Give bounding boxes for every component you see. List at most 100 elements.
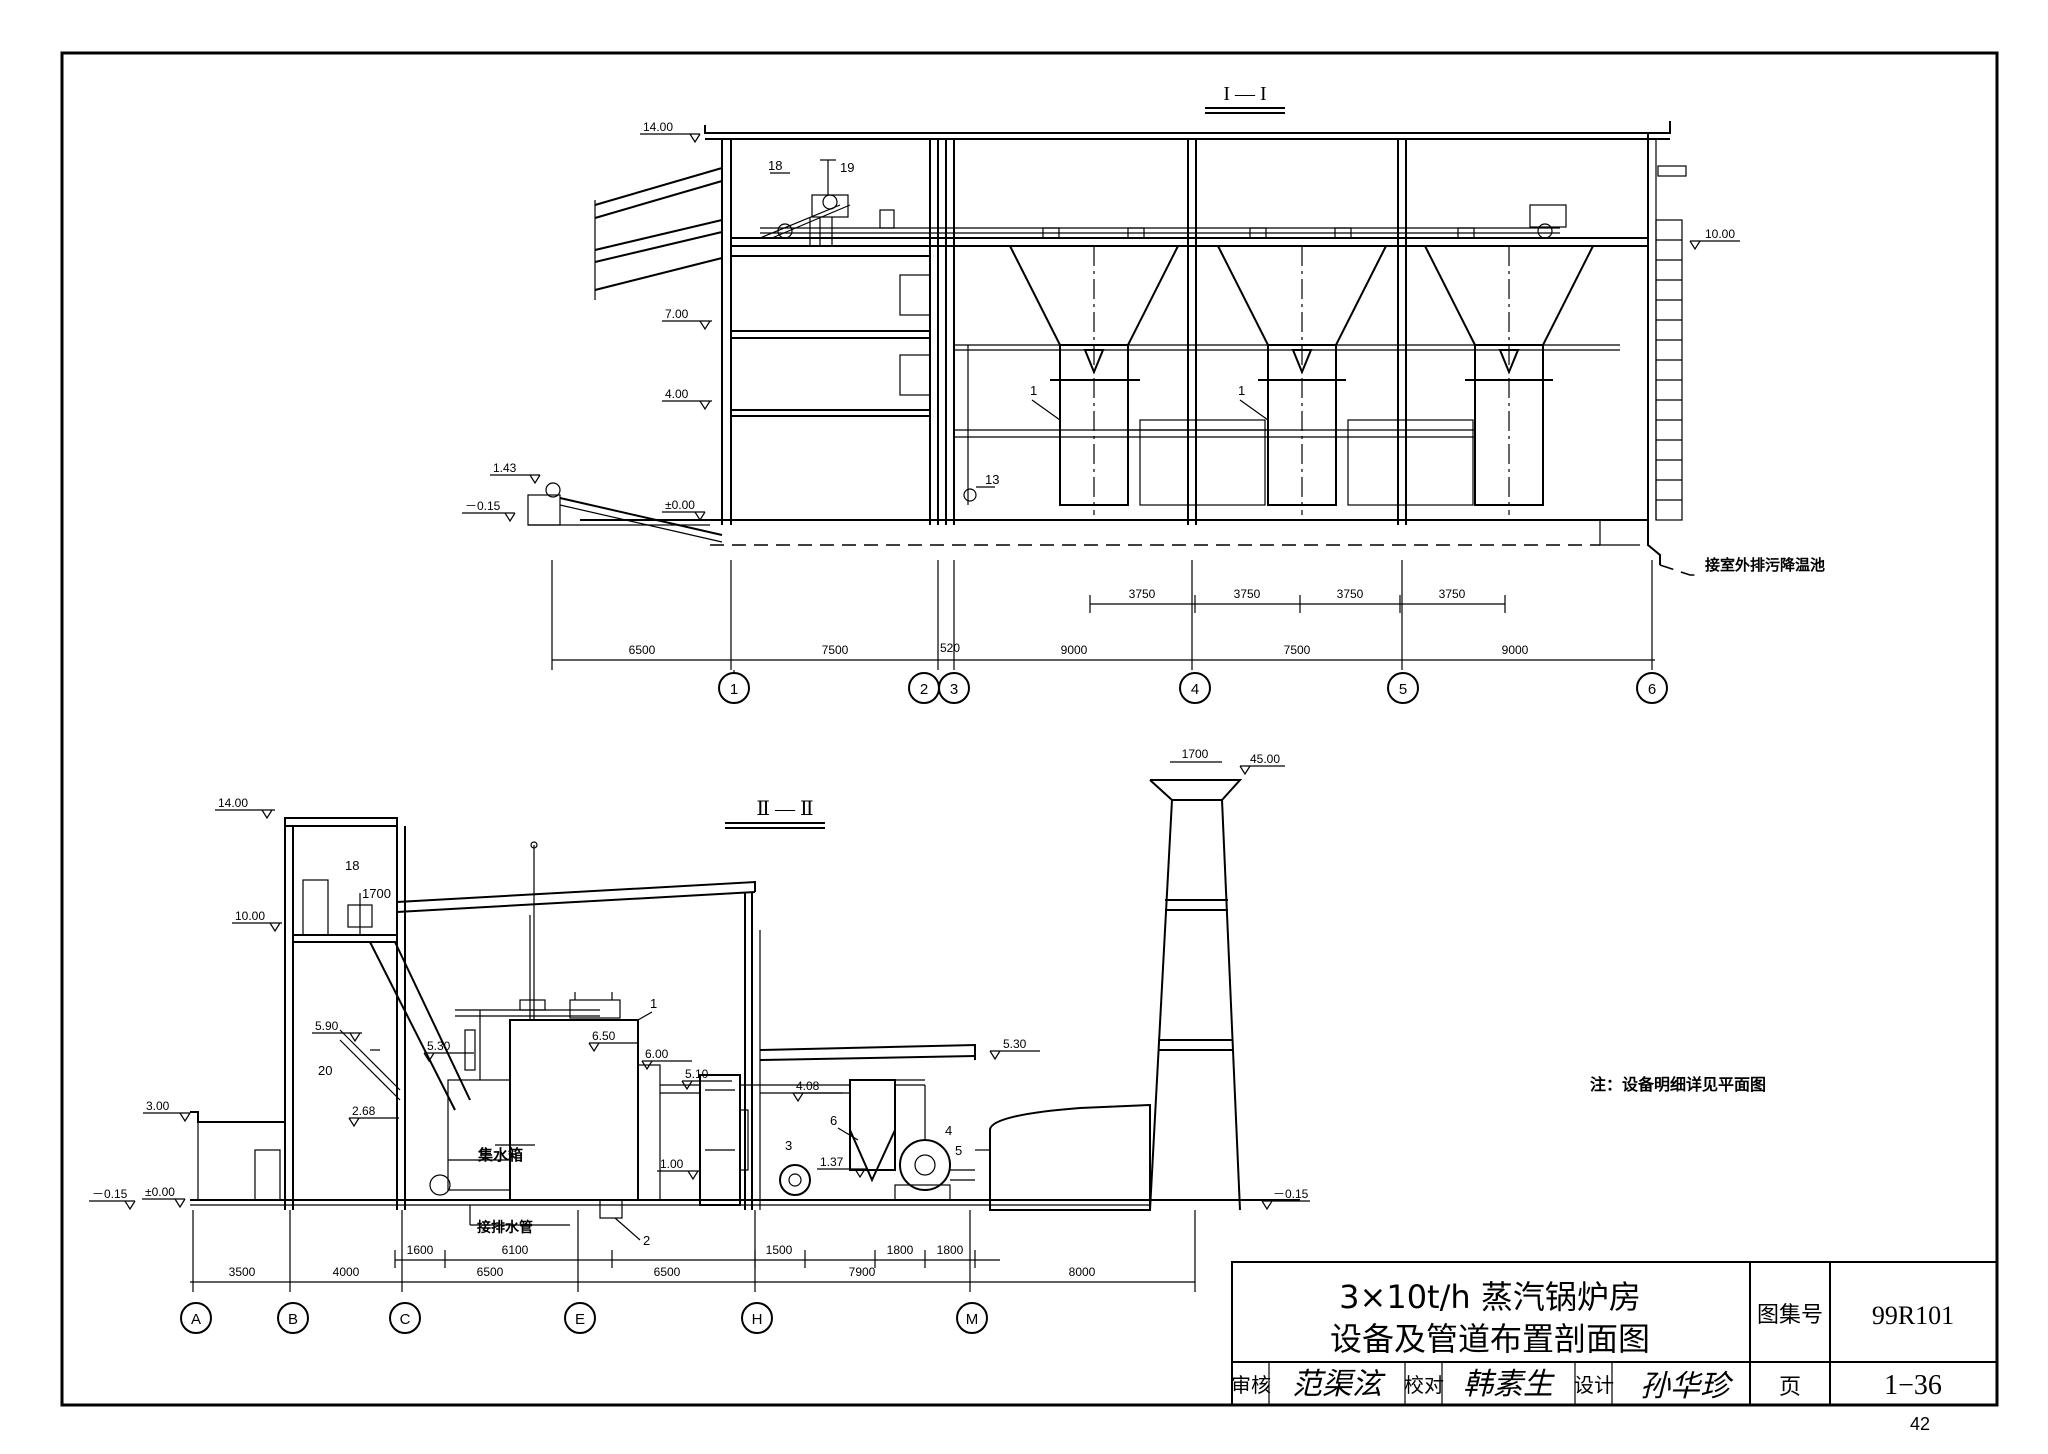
elev2-minus-0-15-b: －0.15	[1273, 1187, 1309, 1201]
chimney: 1700 45.00	[1149, 747, 1285, 1211]
dim-9000-b: 9000	[1502, 643, 1529, 657]
section-2-2: Ⅱ — Ⅱ 18 1700 20	[89, 747, 1310, 1334]
coal-hopper-2	[1217, 245, 1387, 515]
page-number: 42	[1910, 1414, 1930, 1434]
axis-4: 4	[1191, 681, 1199, 698]
review-label: 审核	[1231, 1373, 1271, 1397]
callout-2-1: 1	[650, 996, 657, 1011]
chimney-dim-1700: 1700	[1182, 747, 1209, 761]
dim-7500: 7500	[822, 643, 849, 657]
elev-1-43: 1.43	[493, 461, 517, 475]
design-label: 设计	[1574, 1373, 1614, 1397]
boiler-body	[509, 1019, 639, 1201]
elev-6-50: 6.50	[592, 1029, 616, 1043]
page-code: 1−36	[1884, 1370, 1942, 1401]
callout-5: 5	[955, 1143, 962, 1158]
axis-C: C	[400, 1311, 411, 1328]
atlas-number: 99R101	[1872, 1301, 1954, 1330]
dim-9000-a: 9000	[1061, 643, 1088, 657]
axis-5: 5	[1399, 681, 1407, 698]
dim-7500-b: 7500	[1284, 643, 1311, 657]
elev-10-00: 10.00	[1705, 227, 1735, 241]
dim2-1500: 1500	[766, 1243, 793, 1257]
coal-hopper-3	[1424, 245, 1594, 515]
elev-5-30-a: 5.30	[427, 1039, 451, 1053]
elev-4-00: 4.00	[665, 387, 689, 401]
elev-7-00: 7.00	[665, 307, 689, 321]
callout-2: 2	[643, 1233, 650, 1248]
design-signature: 孙华珍	[1640, 1369, 1734, 1404]
axis-B: B	[288, 1311, 298, 1328]
review-signature: 范渠泫	[1292, 1367, 1386, 1402]
elev-1-00: 1.00	[660, 1157, 684, 1171]
dimension-lines-2: 1600 6100 1500 1800 1800 3500 4000 6500 …	[190, 1210, 1196, 1292]
dim2-1800-a: 1800	[887, 1243, 914, 1257]
elev-14-00: 14.00	[643, 120, 673, 134]
title-line-1: 3×10t/h 蒸汽锅炉房	[1339, 1278, 1641, 1316]
section-2-title: Ⅱ — Ⅱ	[756, 798, 813, 820]
axis-6: 6	[1648, 681, 1656, 698]
sheet-border	[60, 51, 1999, 1407]
axis-M: M	[966, 1311, 979, 1328]
callout-20: 20	[318, 1063, 332, 1078]
elev-45-00: 45.00	[1250, 752, 1280, 766]
dim2-1800-b: 1800	[937, 1243, 964, 1257]
roof-slab-1	[704, 121, 1671, 134]
callout-2-18: 18	[345, 858, 359, 873]
dim2-3500: 3500	[229, 1265, 256, 1279]
axis-H: H	[752, 1311, 763, 1328]
axis-2: 2	[920, 681, 928, 698]
dim-520: 520	[940, 641, 960, 655]
elev-1-37: 1.37	[820, 1155, 844, 1169]
axis-1: 1	[730, 681, 738, 698]
axis-A: A	[191, 1311, 201, 1328]
dust-collector	[849, 1079, 896, 1171]
title-block: 3×10t/h 蒸汽锅炉房 设备及管道布置剖面图 图集号 99R101 审核 范…	[1231, 1261, 1998, 1406]
elev-3-00: 3.00	[146, 1099, 170, 1113]
dim-hopper-1: 3750	[1129, 587, 1156, 601]
flue-duct	[989, 1103, 1151, 1211]
title-line-2: 设备及管道布置剖面图	[1330, 1320, 1650, 1358]
blower-fan	[779, 1164, 811, 1196]
elev2-10-00: 10.00	[235, 909, 265, 923]
elev-5-90: 5.90	[315, 1019, 339, 1033]
elev-5-10: 5.10	[685, 1067, 709, 1081]
callout-13: 13	[985, 472, 999, 487]
page-label: 页	[1779, 1375, 1801, 1400]
axis-bubbles-1: 1 2 3 4 5 6	[718, 670, 1668, 704]
elev-5-30-b: 5.30	[1003, 1037, 1027, 1051]
elev2-14-00: 14.00	[218, 796, 248, 810]
elev-0-00: ±0.00	[665, 498, 695, 512]
elev-minus-0-15: －0.15	[465, 499, 501, 513]
callout-18: 18	[768, 158, 782, 173]
section-1-title: I — I	[1223, 83, 1266, 105]
note-equipment: 注：设备明细详见平面图	[1590, 1075, 1766, 1094]
elev-6-00: 6.00	[645, 1047, 669, 1061]
check-signature: 韩素生	[1463, 1367, 1555, 1402]
dim2-8000: 8000	[1069, 1265, 1096, 1279]
elev2-minus-0-15-a: －0.15	[92, 1187, 128, 1201]
callout-4: 4	[945, 1123, 952, 1138]
callout-1b: 1	[1238, 383, 1245, 398]
elevations-1: 14.00 10.00 7.00 4.00 1.43 －0.15 ±0.00	[462, 120, 1740, 523]
label-drain-pipe: 接排水管	[477, 1219, 533, 1235]
axis-E: E	[575, 1311, 585, 1328]
section-1-1: I — I	[462, 83, 1825, 704]
dim2-6100: 6100	[502, 1243, 529, 1257]
dimension-lines-1: 3750 3750 3750 3750 6500 7500 520 9000 7…	[551, 560, 1655, 670]
dim2-1600: 1600	[407, 1243, 434, 1257]
callout-6: 6	[830, 1113, 837, 1128]
drain-note: 接室外排污降温池	[1705, 556, 1825, 574]
elev-4-08: 4.08	[796, 1079, 820, 1093]
induced-draft-fan	[899, 1139, 951, 1191]
callout-19: 19	[840, 160, 854, 175]
dim-hopper-4: 3750	[1439, 587, 1466, 601]
dim2-7900: 7900	[849, 1265, 876, 1279]
atlas-label: 图集号	[1757, 1303, 1823, 1328]
elev-2-68: 2.68	[352, 1104, 376, 1118]
dim-hopper-2: 3750	[1234, 587, 1261, 601]
check-label: 校对	[1404, 1373, 1444, 1397]
elev2-0-00: ±0.00	[145, 1185, 175, 1199]
